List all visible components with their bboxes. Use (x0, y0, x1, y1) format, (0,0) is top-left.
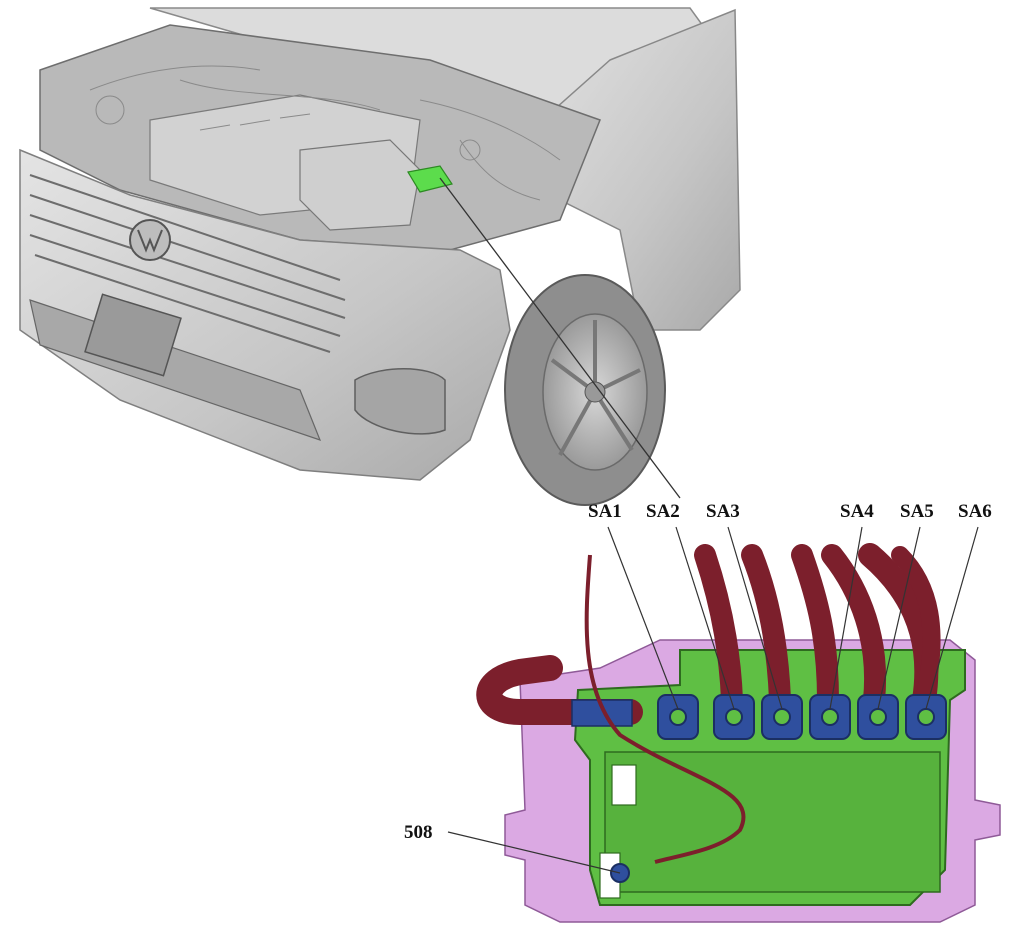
label-sa6: SA6 (958, 501, 992, 522)
grille (29, 174, 346, 353)
sense-wire (584, 554, 746, 864)
battery-cables (694, 543, 941, 712)
air-box (299, 139, 421, 231)
terminal-row (657, 694, 947, 740)
leader-508 (447, 831, 621, 874)
label-sa1: SA1 (588, 501, 622, 522)
label-508: 508 (404, 822, 433, 843)
leader-sa3 (727, 526, 783, 710)
label-sa4: SA4 (840, 501, 874, 522)
leader-sa2 (675, 526, 735, 710)
leader-sa6 (925, 526, 979, 710)
fuse-box-location-highlight (407, 165, 453, 193)
location-leader-line (439, 177, 681, 499)
vehicle-front-illustration (19, 7, 741, 506)
brand-badge-mark (137, 229, 163, 253)
label-sa3: SA3 (706, 501, 740, 522)
callout-leaders (447, 526, 979, 874)
label-sa5: SA5 (900, 501, 934, 522)
fuse-box-detail (476, 543, 1001, 923)
fuse-box-window (611, 764, 637, 806)
license-plate-mount (84, 293, 182, 377)
label-sa2: SA2 (646, 501, 680, 522)
leader-sa1 (607, 526, 679, 710)
fuse-box-panel (604, 751, 941, 893)
fog-lamp (354, 368, 446, 435)
main-battery-cable (476, 655, 643, 725)
leader-sa5 (877, 526, 921, 710)
leader-sa4 (829, 526, 863, 710)
wheel-hub (584, 381, 606, 403)
engine-details (89, 65, 561, 201)
